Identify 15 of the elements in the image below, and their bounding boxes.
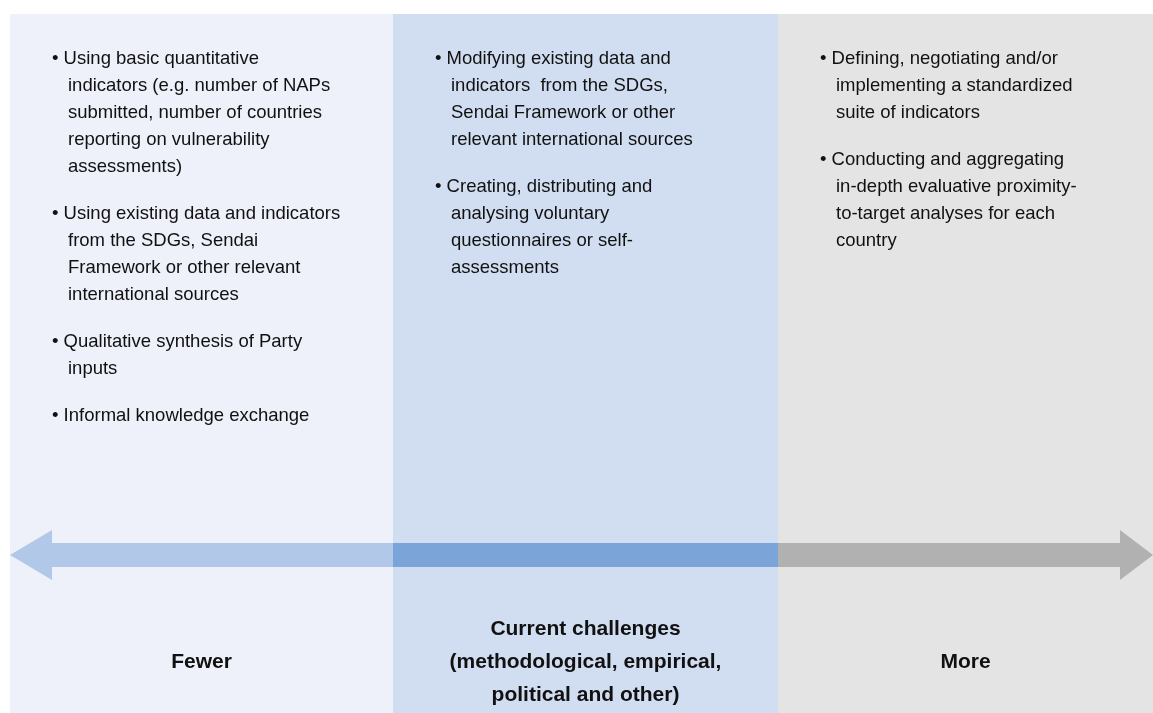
- bullet-item: • Creating, distributing and analysing voluntary questionnaires or self-assessments: [435, 174, 654, 279]
- column-panel: [393, 14, 778, 713]
- bullet-item: • Defining, negotiating and/or implementing a standardized suite of indicators: [820, 46, 1074, 124]
- scale-label: Current challenges (methodological, empirical, political and other): [448, 615, 723, 707]
- bullet-item: • Conducting and aggregating in-depth evaluative proximity-to-target analyses for each country: [820, 147, 1078, 252]
- double-arrow: [10, 530, 1153, 580]
- column-panel: [10, 14, 393, 713]
- scale-label: Fewer: [170, 648, 233, 674]
- bullet-item: • Informal knowledge exchange: [52, 403, 311, 427]
- scale-label: More: [939, 648, 992, 674]
- bullet-item: • Using existing data and indicators from the SDGs, Sendai Framework or other relevant international sources: [52, 201, 342, 306]
- bullet-item: • Modifying existing data and indicators from the SDGs, Sendai Framework or other relevant international sources: [435, 46, 694, 151]
- column-panel: [778, 14, 1153, 713]
- bullet-item: • Using basic quantitative indicators (e.g. number of NAPs submitted, number of countries reporting on vulnerability assessments): [52, 46, 332, 178]
- bullet-item: • Qualitative synthesis of Party inputs: [52, 329, 304, 380]
